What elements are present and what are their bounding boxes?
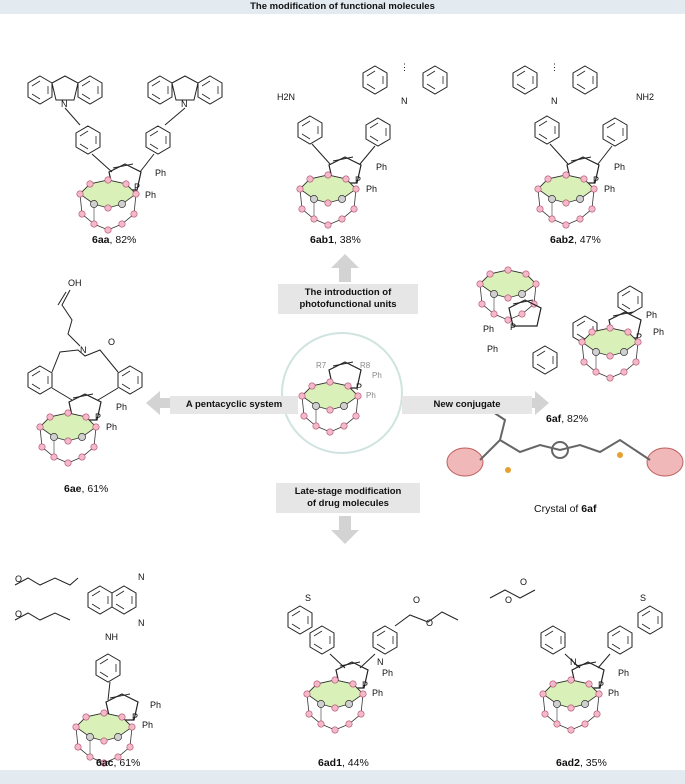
amine-label: NH2	[636, 92, 654, 102]
gem-dimethyl: ⋮	[400, 62, 409, 72]
arrow-label-up: The introduction of photofunctional unit…	[278, 284, 418, 314]
s-label: S	[305, 593, 311, 603]
arrow-label-right: New conjugate	[402, 396, 532, 414]
atom-n: N	[377, 657, 384, 667]
atom-p: P	[593, 175, 599, 185]
atom-p: P	[598, 680, 604, 690]
label-6ad1: 6ad1, 44%	[318, 757, 369, 769]
ph-label: Ph	[106, 422, 117, 432]
oh-label: OH	[68, 278, 82, 288]
atom-n: N	[138, 572, 145, 582]
ph-label: Ph	[382, 668, 393, 678]
molecule-6ab2: ⋮ N NH2 P Ph Ph	[512, 62, 654, 229]
crystal-structure-image	[446, 409, 684, 477]
ph-label: Ph	[366, 391, 376, 400]
atom-n: N	[181, 99, 188, 109]
ph-label: Ph	[608, 688, 619, 698]
nh-label: NH	[105, 632, 118, 642]
ph-label: Ph	[372, 371, 382, 380]
o-label: O	[520, 577, 527, 587]
ph-label: Ph	[487, 344, 498, 354]
label-6aa: 6aa, 82%	[92, 234, 137, 246]
atom-p: P	[356, 382, 362, 392]
r8-label: R8	[360, 361, 371, 370]
ph-label: Ph	[653, 327, 664, 337]
ph-label: Ph	[150, 700, 161, 710]
o-label: O	[15, 609, 22, 619]
ph-label: Ph	[366, 184, 377, 194]
atom-p: P	[510, 322, 516, 332]
footer-bar	[0, 770, 685, 784]
molecule-6ad1: S N O O P Ph Ph	[287, 593, 459, 734]
gem-dimethyl: ⋮	[550, 62, 559, 72]
molecule-6ac: O O N N NH P Ph Ph	[14, 572, 161, 767]
label-6ab1: 6ab1, 38%	[310, 234, 361, 246]
ph-label: Ph	[116, 402, 127, 412]
atom-n: N	[551, 96, 558, 106]
arrow-label-left: A pentacyclic system	[170, 396, 298, 414]
s-label: S	[640, 593, 646, 603]
o-label: O	[426, 618, 433, 628]
molecule-6af: P Ph Ph P Ph Ph	[476, 266, 664, 382]
molecule-6ab1: ⋮ N H2N P Ph Ph	[277, 62, 448, 229]
title-banner: The modification of functional molecules	[0, 0, 685, 14]
ph-label: Ph	[604, 184, 615, 194]
label-6ae: 6ae, 61%	[64, 483, 109, 495]
ph-label: Ph	[155, 168, 166, 178]
o-label: O	[413, 595, 420, 605]
amine-label: H2N	[277, 92, 295, 102]
label-6ad2: 6ad2, 35%	[556, 757, 607, 769]
atom-n: N	[401, 96, 408, 106]
crystal-caption: Crystal of 6af	[534, 503, 597, 515]
atom-n: N	[138, 618, 145, 628]
atom-p: P	[362, 680, 368, 690]
molecule-6ad2: O O N S P Ph Ph	[489, 577, 663, 734]
atom-p: P	[636, 332, 642, 342]
label-6af: 6af, 82%	[546, 413, 589, 425]
central-scaffold: R7 R8 P Ph Ph	[281, 332, 403, 454]
ph-label: Ph	[483, 324, 494, 334]
ph-label: Ph	[145, 190, 156, 200]
molecule-6ae: OH O N P Ph Ph	[27, 278, 143, 467]
banner-title: The modification of functional molecules	[250, 1, 435, 12]
arrow-down-icon	[331, 516, 359, 544]
o-label: O	[505, 595, 512, 605]
atom-n: N	[61, 99, 68, 109]
atom-p: P	[134, 182, 140, 192]
o-label: O	[15, 574, 22, 584]
molecule-6aa: N N P Ph Ph	[27, 75, 223, 234]
atom-p: P	[132, 712, 138, 722]
label-6ac: 6ac, 61%	[96, 757, 141, 769]
atom-p: P	[95, 412, 101, 422]
r7-label: R7	[316, 361, 327, 370]
arrow-label-down: Late-stage modification of drug molecule…	[276, 483, 420, 513]
o-label: O	[108, 337, 115, 347]
ph-label: Ph	[376, 162, 387, 172]
atom-p: P	[355, 175, 361, 185]
atom-n: N	[80, 345, 87, 355]
ph-label: Ph	[142, 720, 153, 730]
arrow-up-icon	[331, 254, 359, 282]
ph-label: Ph	[646, 310, 657, 320]
ph-label: Ph	[614, 162, 625, 172]
ph-label: Ph	[618, 668, 629, 678]
ph-label: Ph	[372, 688, 383, 698]
label-6ab2: 6ab2, 47%	[550, 234, 601, 246]
